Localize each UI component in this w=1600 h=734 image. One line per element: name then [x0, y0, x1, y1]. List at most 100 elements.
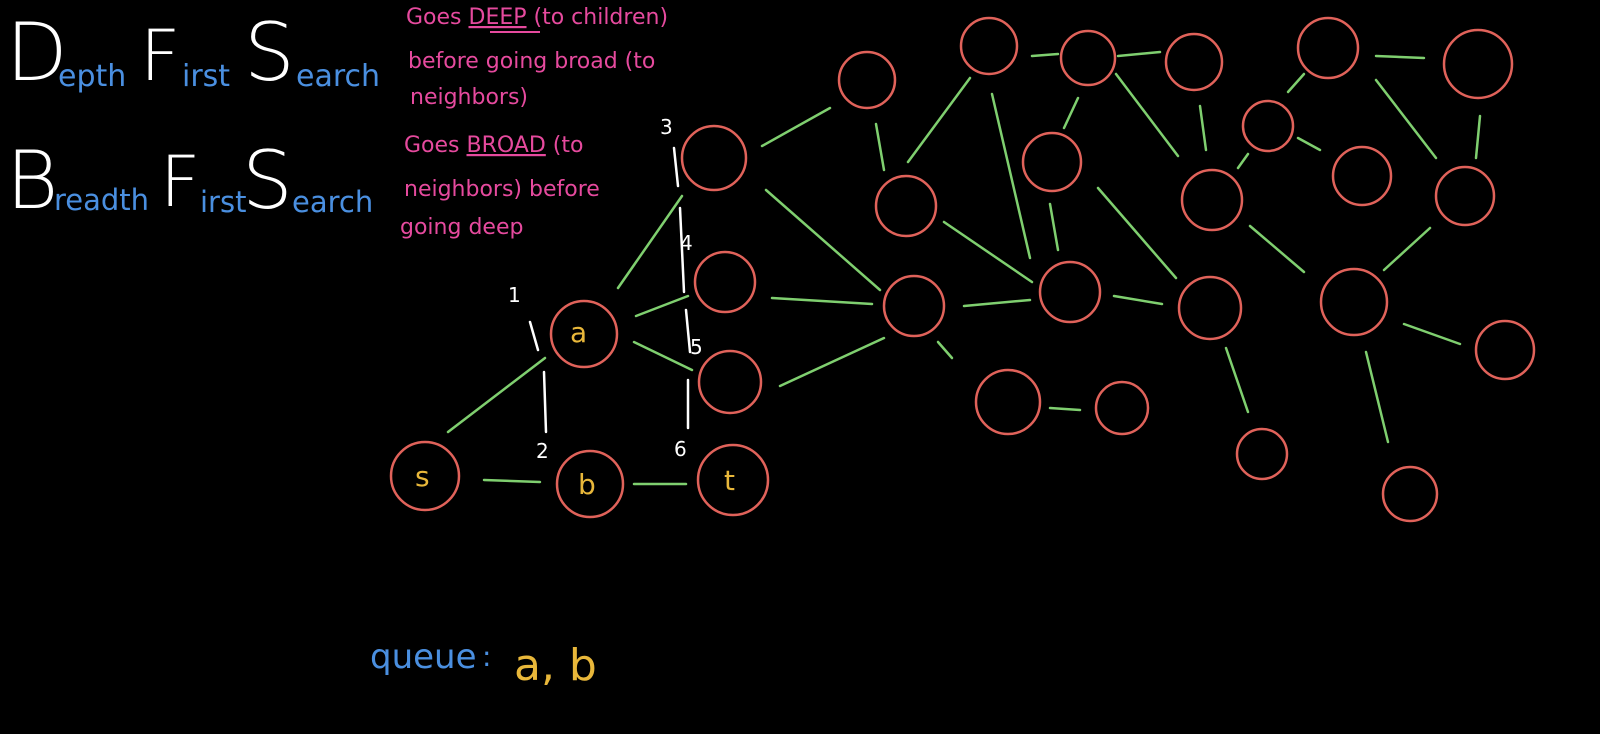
node-bighub [1319, 267, 1389, 337]
edge-mid-center [942, 220, 1034, 284]
node-right [1177, 275, 1243, 341]
dfs-letter-f: F [140, 15, 180, 97]
step-number-5: 5 [690, 335, 703, 359]
edge-bighub-r4 [1382, 226, 1432, 272]
bfs-word-readth: readth [54, 183, 149, 217]
bfs-note-line-2: neighbors) before [404, 177, 600, 202]
node-a [549, 299, 619, 369]
graph-edges [446, 50, 1482, 486]
node-top2 [959, 16, 1019, 76]
node-top4 [1164, 32, 1224, 92]
edge-bighub-bottom [1364, 350, 1390, 444]
queue: queue : a, b [370, 637, 597, 691]
edge-a-n2 [634, 294, 690, 318]
edge-a-n1 [616, 194, 684, 290]
node-bottom [1235, 427, 1289, 481]
edge-top2-center [990, 92, 1032, 260]
bfs-letter-s: S [242, 134, 293, 227]
edge-tr-tr2 [1374, 54, 1426, 60]
step-tick-3 [672, 146, 680, 188]
node-top1 [837, 50, 897, 110]
edge-tr2-r4 [1474, 114, 1482, 160]
node-b [555, 449, 625, 519]
node-mid [874, 174, 938, 238]
dfs-word-epth: epth [58, 59, 126, 94]
node-n2 [693, 250, 757, 314]
step-number-3: 3 [660, 115, 673, 139]
node-r4 [1434, 165, 1496, 227]
node-n3 [697, 349, 763, 415]
node-c2 [1021, 131, 1083, 193]
node-r2 [1180, 168, 1244, 232]
edge-c2-center [1048, 202, 1060, 252]
edge-a-n3 [632, 340, 694, 372]
dfs-word-earch: earch [296, 59, 380, 94]
node-label-a: a [570, 316, 587, 349]
node-small [1241, 99, 1295, 153]
edge-hub-low [936, 340, 954, 360]
edge-top-mid [874, 122, 886, 172]
bfs-note: Goes BROAD (to neighbors) before going d… [400, 133, 600, 240]
step-number-6: 6 [674, 437, 687, 461]
step-tick-4 [678, 206, 686, 294]
node-label-b: b [578, 468, 596, 501]
edge-s-a [446, 356, 547, 434]
dfs-note-line-2: before going broad (to [408, 49, 655, 74]
dfs-note-line-3: neighbors) [410, 85, 528, 110]
node-s [389, 440, 461, 512]
step-tick-1 [528, 320, 540, 352]
edge-s-b [482, 478, 542, 484]
edge-small-r3 [1296, 136, 1322, 152]
edge-low-low2 [1048, 406, 1082, 412]
step-tick-2 [542, 370, 548, 434]
bfs-note-line-3: going deep [400, 215, 523, 240]
dfs-letter-d: D [6, 6, 68, 99]
node-tr2 [1442, 28, 1514, 100]
node-top3 [1059, 29, 1117, 87]
edge-n2-hub [770, 296, 874, 306]
edge-n3-hub [778, 336, 886, 388]
step-number-1: 1 [508, 283, 521, 307]
edge-n1-hub [764, 188, 882, 292]
edge-center-right [1112, 294, 1164, 306]
bfs-letter-b: B [6, 134, 58, 227]
node-bottom2 [1381, 465, 1439, 523]
edge-bighub-far [1402, 322, 1462, 346]
graph-nodes [389, 16, 1536, 523]
edge-top3-top4 [1116, 50, 1162, 58]
bfs-title: B readth F irst S earch [6, 134, 373, 227]
node-tr [1296, 16, 1360, 80]
queue-label: queue [370, 637, 477, 677]
bfs-note-line-1: Goes BROAD (to [404, 133, 583, 158]
node-low2 [1094, 380, 1150, 436]
edge-top3-c2 [1062, 96, 1080, 130]
edge-n1-top [760, 106, 832, 148]
node-label-t: t [724, 464, 735, 497]
bfs-step-marks: 1 2 3 4 5 6 [508, 115, 703, 463]
edge-top2-top3 [1030, 52, 1060, 58]
edge-small-tr [1286, 72, 1306, 94]
dfs-note-line-1: Goes DEEP (to children) [406, 5, 668, 30]
dfs-letter-s: S [244, 6, 295, 99]
edge-right-bottom [1224, 346, 1250, 414]
node-far [1474, 319, 1536, 381]
step-number-4: 4 [680, 231, 693, 255]
edge-c2-right [1096, 186, 1178, 280]
edge-r2-small [1236, 152, 1250, 170]
edge-mid-top2 [906, 76, 972, 164]
edge-hub-center [962, 298, 1032, 308]
queue-separator: : [482, 640, 491, 673]
edge-top3-r2 [1114, 72, 1180, 158]
bfs-letter-f: F [160, 141, 200, 223]
step-tick-5 [684, 308, 692, 354]
node-t [696, 443, 770, 517]
step-number-2: 2 [536, 439, 549, 463]
node-low [974, 368, 1042, 436]
node-center [1038, 260, 1102, 324]
queue-contents: a, b [514, 640, 597, 691]
dfs-word-irst: irst [182, 59, 230, 94]
bfs-word-earch: earch [292, 185, 373, 219]
node-labels: s a b t [415, 316, 735, 501]
